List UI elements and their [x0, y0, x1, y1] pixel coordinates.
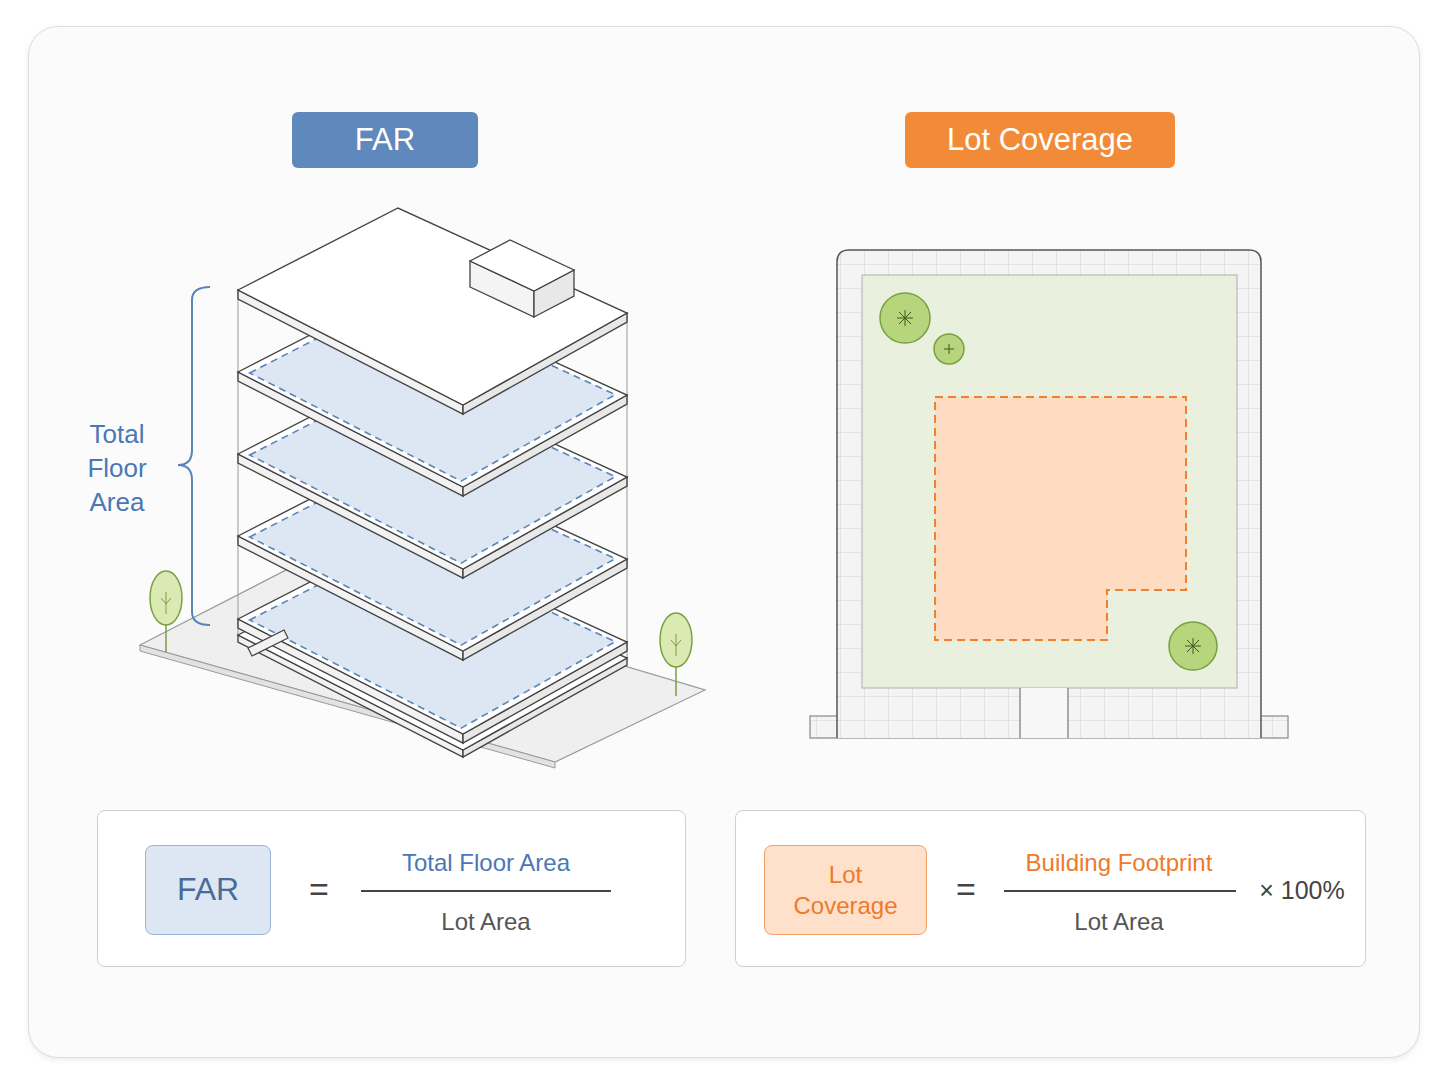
roof-slab [238, 208, 627, 405]
building-footprint [935, 397, 1186, 640]
lot-plan [1020, 688, 1068, 738]
far-formula-box: = Total Floor AreaLot Area FAR [97, 810, 686, 967]
fraction-bar [361, 890, 611, 892]
lot-coverage-formula-box: = Building FootprintLot Area × 100% Lot Cov… [735, 810, 1366, 967]
lot-coverage-badge: Lot Coverage [905, 112, 1175, 168]
building-illustration [140, 208, 705, 768]
far-term-box: FAR [145, 845, 271, 935]
tree-symbol [660, 613, 692, 696]
equals-sign: = [309, 870, 329, 909]
entrance-canopy [248, 630, 288, 656]
node-text: FAR [355, 122, 415, 158]
formula-denominator: Lot Area [441, 908, 530, 936]
far-badge: FAR [292, 112, 478, 168]
formula-denominator: Lot Area [1074, 908, 1163, 936]
tree-symbol [660, 613, 692, 667]
node-text: Lot Coverage [776, 859, 916, 921]
node-text: Lot Coverage [947, 122, 1133, 158]
rooftop-unit [470, 240, 574, 291]
rooftop-unit [470, 240, 574, 317]
tree-symbol [897, 310, 913, 326]
roof-slab [238, 208, 627, 414]
formula-numerator: Total Floor Area [402, 849, 570, 877]
floor-area-bracket [178, 287, 210, 625]
node-text: FAR [177, 869, 239, 911]
tree-symbol [880, 293, 930, 343]
tree-symbol [934, 334, 964, 364]
tree-symbol [880, 293, 1217, 670]
tree-symbol [671, 634, 681, 656]
tree-symbol [1169, 622, 1217, 670]
fraction-bar [1004, 890, 1236, 892]
tree-symbol [1185, 638, 1201, 654]
lot-plan [837, 250, 1261, 738]
formula-numerator: Building Footprint [1026, 849, 1213, 877]
tree-symbol [150, 571, 182, 652]
percent-factor: × 100% [1259, 876, 1345, 905]
lot-plan [862, 275, 1237, 688]
lot-plan [810, 250, 1288, 738]
lot-plan [1020, 688, 1068, 738]
tree-symbol [161, 592, 171, 614]
floor-area-bracket [178, 287, 210, 625]
tree-symbol [150, 571, 182, 625]
lot-coverage-term-box: Lot Coverage [764, 845, 927, 935]
tree-symbol [944, 344, 954, 354]
bracket-label: Total Floor Area [69, 418, 165, 519]
equals-sign: = [956, 870, 976, 909]
building-footprint [935, 397, 1186, 640]
